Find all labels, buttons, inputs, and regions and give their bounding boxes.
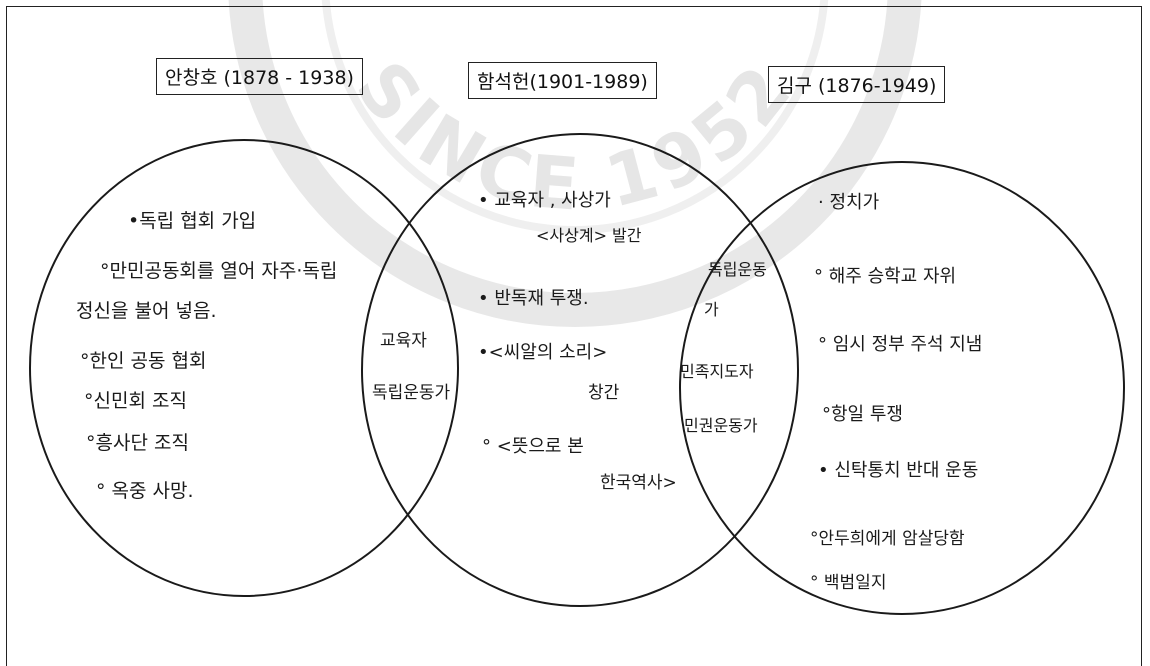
overlap-middle-right-item: 가 xyxy=(704,300,719,319)
right-item: • 신탁통치 반대 운동 xyxy=(818,460,979,481)
venn-circle-middle xyxy=(361,133,799,607)
left-item: °흥사단 조직 xyxy=(86,432,189,454)
left-item: °만민공동회를 열어 자주·독립 xyxy=(100,260,338,282)
overlap-middle-right-item: 민권운동가 xyxy=(684,416,758,435)
right-item: · 정치가 xyxy=(818,192,880,213)
left-item: °한인 공동 협회 xyxy=(80,350,207,372)
overlap-middle-right-item: 독립운동 xyxy=(708,260,767,279)
right-item: ° 해주 승학교 자위 xyxy=(814,266,957,287)
right-item: °안두희에게 암살당함 xyxy=(810,529,965,549)
left-item: ° 옥중 사망. xyxy=(96,480,194,502)
overlap-left-middle-item: 독립운동가 xyxy=(372,383,451,403)
middle-item: <사상계> 발간 xyxy=(536,226,642,245)
middle-item: • 반독재 투쟁. xyxy=(478,288,589,309)
left-item: 정신을 불어 넣음. xyxy=(76,300,217,322)
right-item: ° 임시 정부 주석 지냄 xyxy=(818,334,983,355)
right-item: °항일 투쟁 xyxy=(822,404,903,425)
middle-item: •<씨알의 소리> xyxy=(478,342,608,363)
title-kim-gu: 김구 (1876-1949) xyxy=(768,66,946,103)
venn-circle-left xyxy=(29,139,459,597)
venn-circle-right xyxy=(679,161,1125,615)
overlap-left-middle-item: 교육자 xyxy=(380,331,427,351)
title-ahn-changho: 안창호 (1878 - 1938) xyxy=(156,58,363,95)
overlap-middle-right-item: 민족지도자 xyxy=(680,362,754,381)
right-item: ° 백범일지 xyxy=(810,573,887,593)
middle-item: ° <뜻으로 본 xyxy=(482,436,584,457)
left-item: °신민회 조직 xyxy=(84,390,187,412)
middle-item: • 교육자 , 사상가 xyxy=(478,190,611,211)
title-ham-seokheon: 함석헌(1901-1989) xyxy=(468,62,657,99)
diagram-frame xyxy=(6,6,1142,666)
middle-item: 한국역사> xyxy=(600,473,677,493)
left-item: •독립 협회 가입 xyxy=(128,210,257,232)
middle-item: 창간 xyxy=(588,383,620,403)
